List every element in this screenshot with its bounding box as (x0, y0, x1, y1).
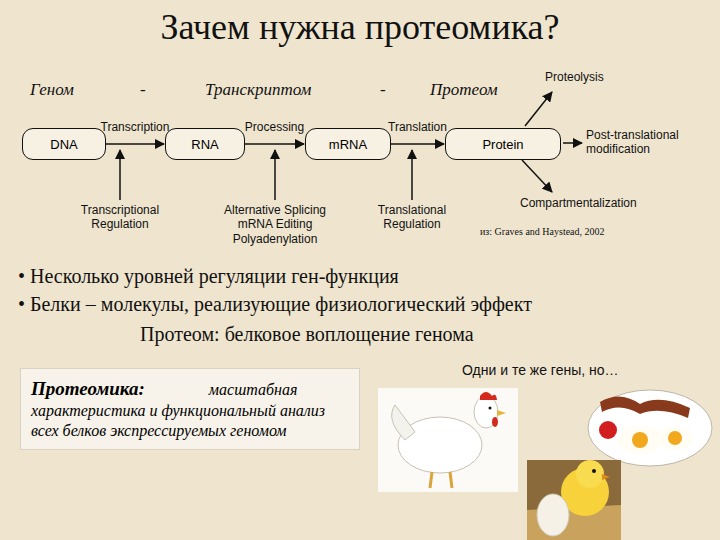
level-label: Транскриптом (205, 80, 355, 100)
level-label: Протеом (430, 80, 530, 100)
bullet-text: • Белки – молекулы, реализующие физиолог… (18, 292, 718, 316)
fate-arrow (522, 160, 552, 192)
fate-arrow (563, 142, 582, 144)
process-box: DNA (22, 128, 106, 160)
process-box: RNA (165, 128, 245, 160)
fate-arrow (525, 92, 552, 126)
regulation-label: Translational Regulation (362, 203, 462, 232)
fate-label: Compartmentalization (520, 196, 670, 210)
chick-and-egg-picture (527, 460, 621, 540)
box-label: RNA (191, 137, 218, 152)
slide-title: Зачем нужна протеомика? (0, 6, 720, 48)
fate-label: Proteolysis (545, 70, 655, 84)
regulation-arrow (274, 150, 276, 200)
separator: - (380, 80, 400, 100)
separator: - (140, 80, 160, 100)
flow-arrow (391, 143, 444, 145)
bullet-text: • Несколько уровней регуляции ген-функци… (18, 264, 718, 288)
fate-label: Post-translational modification (586, 128, 711, 157)
regulation-label: Transcriptional Regulation (70, 203, 170, 232)
process-box: mRNA (305, 128, 391, 160)
definition-box: Протеомика: масштабная характеристика и … (20, 368, 360, 450)
breakfast-plate-picture (588, 390, 712, 466)
caption-note: Одни и те же гены, но… (462, 362, 702, 379)
edge-label: Processing (245, 120, 304, 134)
box-label: mRNA (329, 137, 367, 152)
flow-arrow (245, 143, 304, 145)
edge-label: Transcription (101, 120, 170, 134)
regulation-arrow (119, 150, 121, 200)
box-label: Protein (482, 137, 523, 152)
box-label: DNA (50, 137, 77, 152)
process-box: Protein (445, 128, 561, 160)
definition-text: Протеом: белковое воплощение генома (140, 322, 660, 346)
term-heading: Протеомика: (31, 378, 145, 399)
citation: из: Graves and Haystead, 2002 (480, 226, 680, 238)
edge-label: Translation (388, 120, 447, 134)
flow-arrow (106, 143, 164, 145)
regulation-label: Alternative Splicing mRNA Editing Polyad… (214, 203, 336, 246)
chicken-picture (378, 388, 518, 492)
level-label: Геном (30, 80, 120, 100)
regulation-arrow (411, 150, 413, 200)
